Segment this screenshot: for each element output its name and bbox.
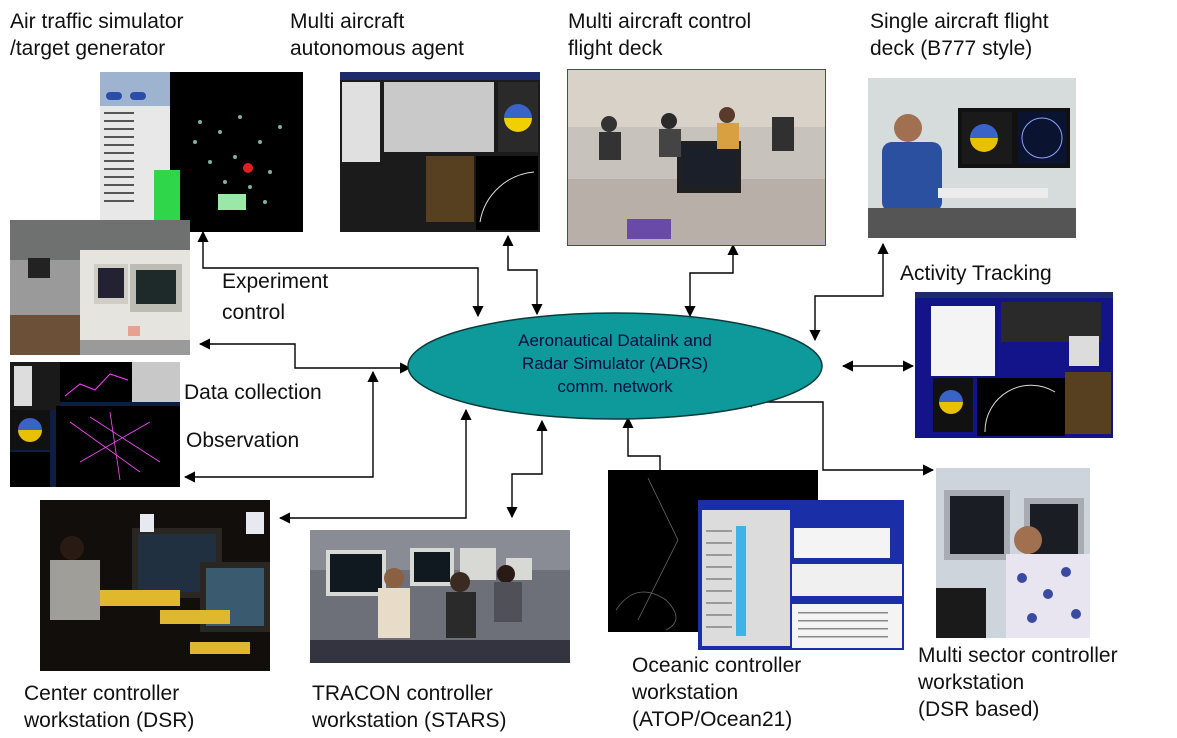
label-single-aircraft-flight-deck: Single aircraft flight deck (B777 style) (870, 10, 1049, 60)
label-tracon-controller: TRACON controller workstation (STARS) (312, 682, 507, 732)
label-air-traffic-simulator: Air traffic simulator /target generator (10, 10, 184, 60)
connector-multi-sector (740, 396, 935, 476)
label-experiment-control: Experiment control (222, 270, 329, 324)
label-multi-sector-controller: Multi sector controller workstation (DSR… (918, 644, 1118, 721)
label-center-controller: Center controller workstation (DSR) (24, 682, 195, 732)
hub-line-2: Radar Simulator (ADRS) (521, 354, 709, 373)
autonomous-agent-screenshot (340, 72, 540, 232)
label-oceanic-controller: Oceanic controller workstation (ATOP/Oce… (632, 654, 802, 731)
air-traffic-simulator-screenshot (100, 72, 303, 232)
label-data-collection: Data collection (184, 381, 322, 404)
activity-tracking-screenshot (915, 292, 1113, 438)
hub-label: Aeronautical Datalink and Radar Simulato… (440, 329, 790, 398)
label-multi-aircraft-flight-deck: Multi aircraft control flight deck (568, 10, 752, 60)
data-collection-screenshot (10, 362, 180, 487)
label-activity-tracking: Activity Tracking (900, 262, 1052, 285)
oceanic-controller-screenshot (608, 470, 904, 650)
connector-activity (809, 242, 889, 342)
connector-experiment (198, 338, 412, 374)
center-controller-photo (40, 500, 270, 671)
connector-center (278, 408, 472, 524)
hub-line-1: Aeronautical Datalink and (518, 331, 712, 350)
single-aircraft-flight-deck-photo (868, 78, 1076, 238)
connector-tracon (506, 419, 548, 519)
connector-air-traffic (197, 230, 484, 318)
hub-line-3: comm. network (557, 377, 673, 396)
label-autonomous-agent: Multi aircraft autonomous agent (290, 10, 464, 60)
connector-multi-deck (684, 243, 739, 318)
connector-oceanic (622, 416, 666, 485)
multi-sector-controller-photo (936, 468, 1090, 638)
multi-aircraft-flight-deck-photo (567, 69, 826, 246)
tracon-controller-photo (310, 530, 570, 663)
experiment-control-photo (10, 220, 190, 355)
hub-ellipse (407, 312, 823, 420)
connector-autonomous-agent (502, 234, 543, 316)
label-observation: Observation (186, 429, 300, 452)
